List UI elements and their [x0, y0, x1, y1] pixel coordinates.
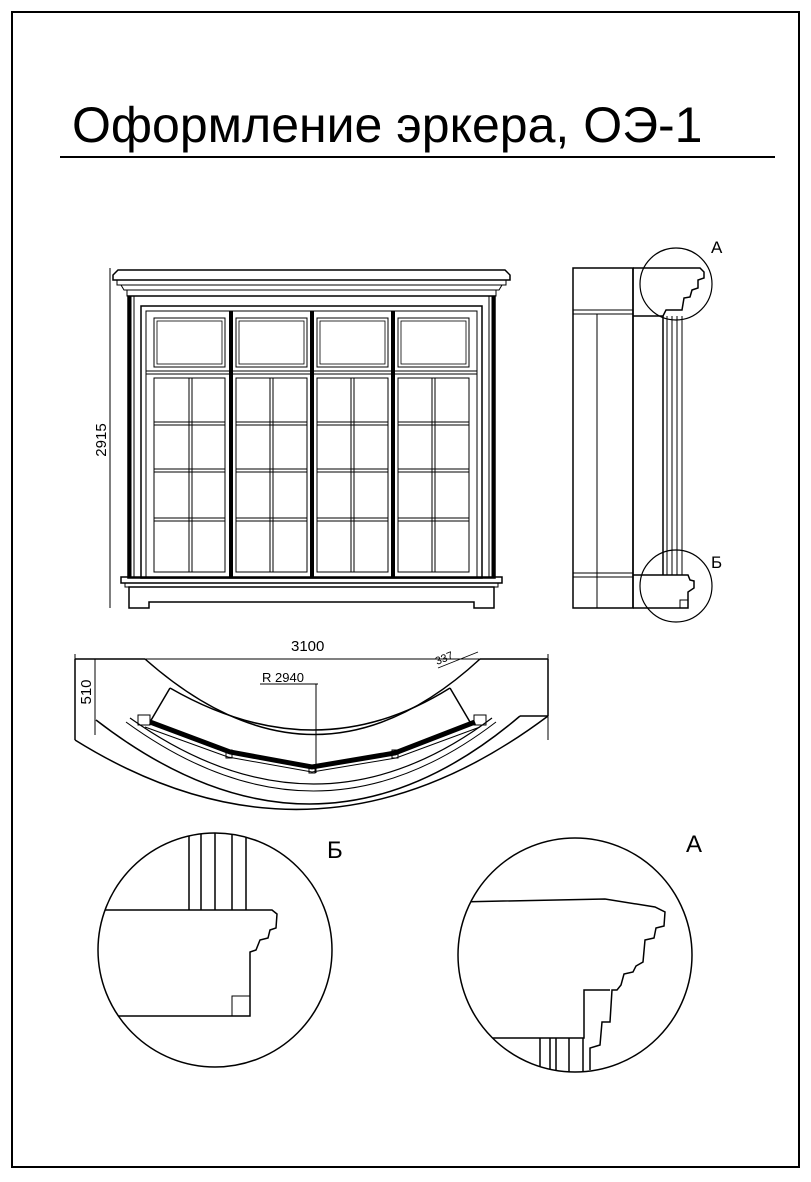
- side-section: [572, 247, 713, 623]
- depth-dimension: 510: [78, 679, 95, 704]
- front-elevation: 2915: [93, 268, 511, 609]
- radius-dimension: R 2940: [262, 670, 304, 685]
- detail-a: [457, 837, 693, 1073]
- callout-a-label: А: [711, 238, 723, 257]
- drawing-title: Оформление эркера, ОЭ-1: [72, 97, 703, 153]
- width-dimension: 3100: [291, 638, 324, 655]
- detail-circle-a: [639, 247, 713, 321]
- detail-circle-b: [639, 549, 713, 623]
- detail-b: [97, 832, 333, 1068]
- side-dimension: 337: [434, 650, 456, 668]
- detail-b-label: Б: [327, 837, 343, 864]
- callout-b-label: Б: [711, 553, 722, 572]
- plan-view: [74, 651, 549, 811]
- detail-a-label: А: [686, 831, 702, 858]
- height-dimension: 2915: [93, 423, 110, 456]
- sheet-frame: [11, 11, 800, 1168]
